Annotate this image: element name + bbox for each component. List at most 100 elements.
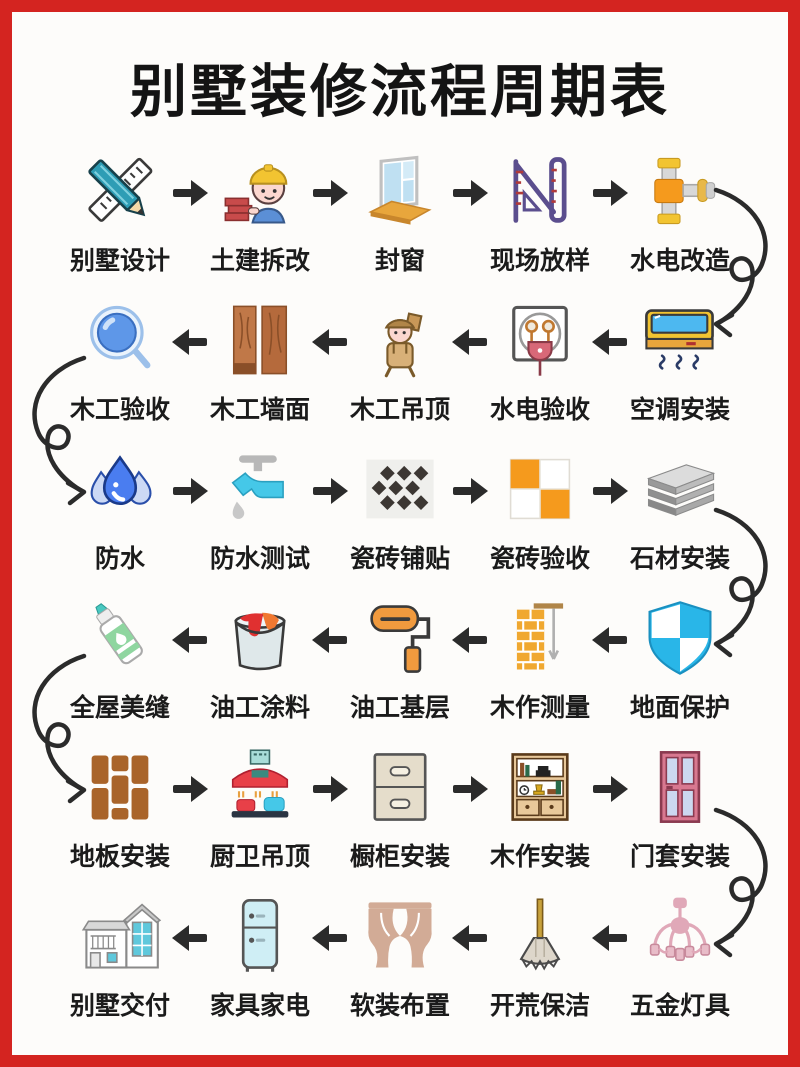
step-kitchen-bath-ceiling: 厨卫吊顶 — [208, 745, 312, 873]
pipe-fitting-icon — [638, 149, 722, 233]
flow-row-2: 木工验收 木工墙面 木工吊顶 水电验收 — [12, 287, 788, 436]
arrow-left-icon — [452, 627, 488, 653]
curtain-icon — [358, 894, 442, 978]
arrow-right-icon — [592, 179, 628, 206]
wood-panel-icon — [218, 298, 302, 382]
flow-row-6: 别墅交付 家具家电 软装布置 开荒保洁 — [12, 883, 788, 1032]
step-label: 橱柜安装 — [349, 843, 450, 871]
water-drop-icon — [78, 447, 162, 531]
step-utilities-check: 水电验收 — [488, 298, 592, 426]
step-label: 软装布置 — [349, 992, 450, 1020]
step-label: 现场放样 — [489, 247, 590, 275]
step-label: 土建拆改 — [209, 247, 310, 275]
arrow-left-icon — [592, 329, 628, 355]
flow-row-3: 防水 防水测试 瓷砖铺贴 瓷砖验收 — [12, 436, 788, 585]
arrow-right-icon — [172, 179, 208, 206]
window-icon — [358, 149, 442, 233]
step-carpentry-check: 木工验收 — [68, 298, 172, 426]
step-label: 地面保护 — [629, 694, 730, 722]
step-label: 木工验收 — [69, 396, 170, 424]
arrow-right-icon — [312, 477, 348, 504]
cabinet-icon — [358, 745, 442, 829]
step-plumbing-electrical: 水电改造 — [628, 149, 732, 277]
step-label: 地板安装 — [69, 843, 170, 871]
step-door-frame-install: 门套安装 — [628, 745, 732, 873]
door-icon — [638, 745, 722, 829]
step-label: 木作安装 — [489, 843, 590, 871]
step-label: 水电验收 — [489, 396, 590, 424]
flow-chart: 别墅设计 土建拆改 封窗 现场放样 — [12, 138, 788, 1032]
step-label: 水电改造 — [629, 247, 730, 275]
flow-row-4: 全屋美缝 油工涂料 油工基层 木作测量 — [12, 585, 788, 734]
carpenter-icon — [358, 298, 442, 382]
arrow-left-icon — [172, 925, 208, 951]
socket-plug-icon — [498, 298, 582, 382]
step-site-layout: 现场放样 — [488, 149, 592, 277]
broom-icon — [498, 894, 582, 978]
arrow-right-icon — [312, 179, 348, 206]
step-label: 石材安装 — [629, 545, 730, 573]
step-furniture-appliances: 家具家电 — [208, 894, 312, 1022]
step-tile-laying: 瓷砖铺贴 — [348, 447, 452, 575]
step-waterproofing: 防水 — [68, 447, 172, 575]
villa-icon — [78, 894, 162, 978]
step-label: 开荒保洁 — [489, 992, 590, 1020]
stone-slab-icon — [638, 447, 722, 531]
step-carpentry-ceiling: 木工吊顶 — [348, 298, 452, 426]
step-label: 五金灯具 — [629, 992, 730, 1020]
arrow-right-icon — [452, 179, 488, 206]
paint-roller-icon — [358, 596, 442, 680]
magnifier-icon — [78, 298, 162, 382]
flow-row-1: 别墅设计 土建拆改 封窗 现场放样 — [12, 138, 788, 287]
step-label: 封窗 — [374, 247, 425, 275]
step-stone-install: 石材安装 — [628, 447, 732, 575]
step-cleaning: 开荒保洁 — [488, 894, 592, 1022]
step-demolition: 土建拆改 — [208, 149, 312, 277]
step-caulking: 全屋美缝 — [68, 596, 172, 724]
arrow-right-icon — [592, 477, 628, 504]
step-floor-protection: 地面保护 — [628, 596, 732, 724]
step-label: 厨卫吊顶 — [209, 843, 310, 871]
arrow-right-icon — [452, 477, 488, 504]
step-label: 家具家电 — [209, 992, 310, 1020]
brick-measure-icon — [498, 596, 582, 680]
construction-worker-icon — [218, 149, 302, 233]
step-label: 空调安装 — [629, 396, 730, 424]
page-title: 别墅装修流程周期表 — [130, 60, 670, 124]
step-label: 瓷砖验收 — [489, 545, 590, 573]
step-soft-furnishing: 软装布置 — [348, 894, 452, 1022]
floor-plank-icon — [78, 745, 162, 829]
arrow-left-icon — [592, 925, 628, 951]
range-hood-icon — [218, 745, 302, 829]
step-label: 木作测量 — [489, 694, 590, 722]
arrow-left-icon — [312, 627, 348, 653]
step-paint-coating: 油工涂料 — [208, 596, 312, 724]
step-hardware-lighting: 五金灯具 — [628, 894, 732, 1022]
step-label: 油工涂料 — [209, 694, 310, 722]
tile-check-icon — [498, 447, 582, 531]
step-label: 油工基层 — [349, 694, 450, 722]
step-paint-base: 油工基层 — [348, 596, 452, 724]
arrow-right-icon — [312, 775, 348, 802]
arrow-right-icon — [452, 775, 488, 802]
arrow-right-icon — [172, 775, 208, 802]
step-label: 瓷砖铺贴 — [349, 545, 450, 573]
faucet-icon — [218, 447, 302, 531]
arrow-left-icon — [312, 925, 348, 951]
step-label: 门套安装 — [629, 843, 730, 871]
arrow-right-icon — [592, 775, 628, 802]
caulk-bottle-icon — [78, 596, 162, 680]
step-cabinet-install: 橱柜安装 — [348, 745, 452, 873]
arrow-left-icon — [312, 329, 348, 355]
step-villa-delivery: 别墅交付 — [68, 894, 172, 1022]
paint-bucket-icon — [218, 596, 302, 680]
step-window-sealing: 封窗 — [348, 149, 452, 277]
arrow-left-icon — [452, 329, 488, 355]
arrow-left-icon — [592, 627, 628, 653]
step-villa-design: 别墅设计 — [68, 149, 172, 277]
step-label: 全屋美缝 — [69, 694, 170, 722]
step-floor-install: 地板安装 — [68, 745, 172, 873]
ruler-pencil-icon — [78, 149, 162, 233]
arrow-left-icon — [452, 925, 488, 951]
